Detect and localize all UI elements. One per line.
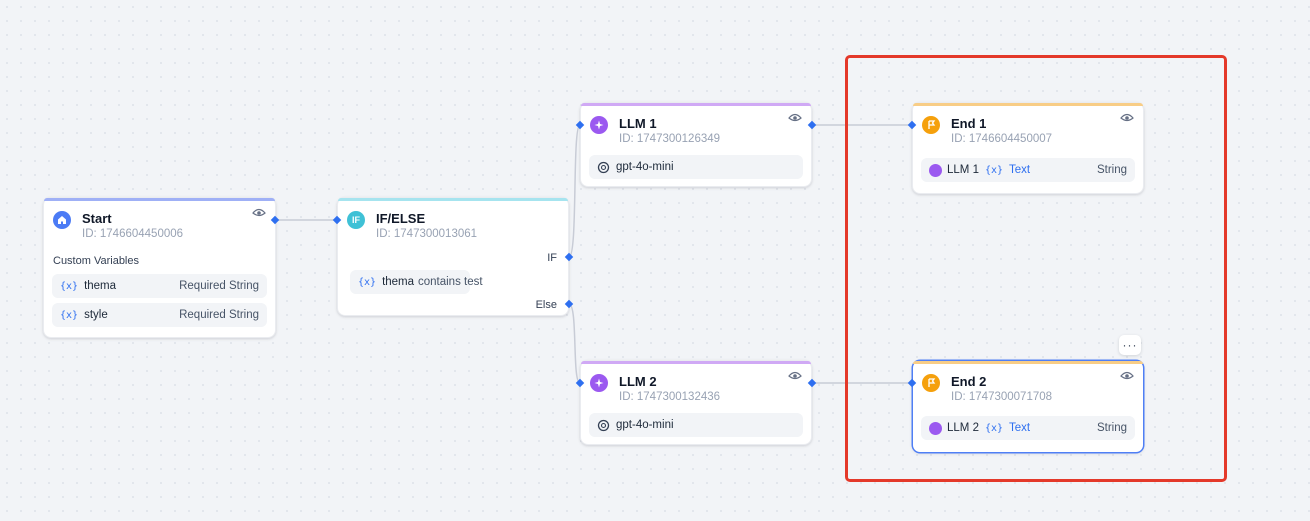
llm-icon (590, 374, 608, 392)
more-options-button[interactable]: ··· (1119, 335, 1141, 355)
node-id: ID: 1747300126349 (619, 133, 721, 145)
edge-if-llm1 (568, 124, 581, 258)
llm-icon (590, 116, 608, 134)
end-flag-icon (922, 116, 940, 134)
node-title: End 1 (951, 116, 987, 131)
ifelse-node[interactable]: IF IF/ELSE ID: 1747300013061 IF {x} them… (337, 197, 569, 316)
view-icon[interactable] (788, 369, 802, 381)
home-icon (53, 211, 71, 229)
node-title: Start (82, 211, 112, 226)
if-icon: IF (347, 211, 365, 229)
edge-else-llm2 (568, 303, 581, 384)
openai-icon (597, 161, 610, 174)
source-node-name: LLM 2 (947, 422, 979, 434)
variable-row[interactable]: {x} thema Required String (52, 274, 267, 298)
llm-icon (929, 421, 942, 435)
node-top-bar (338, 198, 568, 201)
highlight-box (845, 55, 1227, 482)
condition-variable: thema (382, 276, 415, 288)
else-branch-label: Else (535, 299, 557, 311)
end-flag-icon (922, 374, 940, 392)
node-top-bar (44, 198, 275, 201)
model-name: gpt-4o-mini (616, 419, 674, 431)
node-top-bar (581, 103, 811, 106)
end1-node[interactable]: End 1 ID: 1746604450007 LLM 1 {x} Text S… (912, 102, 1144, 194)
view-icon[interactable] (1120, 369, 1134, 381)
llm-icon (929, 163, 942, 177)
node-id: ID: 1747300132436 (619, 391, 721, 403)
node-title: LLM 2 (619, 374, 657, 389)
llm1-node[interactable]: LLM 1 ID: 1747300126349 gpt-4o-mini (580, 102, 812, 187)
node-title: IF/ELSE (376, 211, 426, 226)
node-id: ID: 1747300013061 (376, 228, 478, 240)
section-label: Custom Variables (53, 255, 139, 267)
variable-name: style (84, 309, 108, 321)
end2-node[interactable]: End 2 ID: 1747300071708 LLM 2 {x} Text S… (912, 360, 1144, 453)
start-node[interactable]: Start ID: 1746604450006 Custom Variables… (43, 197, 276, 338)
node-top-bar (913, 103, 1143, 106)
variable-name: Text (1009, 164, 1031, 176)
node-id: ID: 1746604450007 (951, 133, 1053, 145)
condition-operator: contains test (418, 276, 483, 288)
source-node-name: LLM 1 (947, 164, 979, 176)
variable-icon: {x} (60, 280, 79, 292)
variable-icon: {x} (60, 309, 79, 321)
view-icon[interactable] (252, 206, 266, 218)
node-top-bar (913, 361, 1143, 364)
variable-name: thema (84, 280, 117, 292)
view-icon[interactable] (788, 111, 802, 123)
llm2-node[interactable]: LLM 2 ID: 1747300132436 gpt-4o-mini (580, 360, 812, 445)
node-id: ID: 1747300071708 (951, 391, 1053, 403)
variable-type: Required String (179, 280, 259, 292)
if-branch-label: IF (547, 252, 557, 264)
node-id: ID: 1746604450006 (82, 228, 184, 240)
model-name: gpt-4o-mini (616, 161, 674, 173)
openai-icon (597, 419, 610, 432)
variable-name: Text (1009, 422, 1031, 434)
variable-type: String (1096, 164, 1127, 176)
model-row[interactable]: gpt-4o-mini (589, 413, 803, 437)
output-variable-row[interactable]: LLM 2 {x} Text String (921, 416, 1135, 440)
variable-icon: {x} (358, 276, 377, 288)
variable-icon: {x} (984, 422, 1004, 434)
node-title: End 2 (951, 374, 987, 389)
condition-row[interactable]: {x} thema (350, 270, 470, 294)
variable-row[interactable]: {x} style Required String (52, 303, 267, 327)
output-variable-row[interactable]: LLM 1 {x} Text String (921, 158, 1135, 182)
node-title: LLM 1 (619, 116, 657, 131)
variable-type: Required String (179, 309, 259, 321)
node-top-bar (581, 361, 811, 364)
model-row[interactable]: gpt-4o-mini (589, 155, 803, 179)
variable-type: String (1096, 422, 1127, 434)
view-icon[interactable] (1120, 111, 1134, 123)
variable-icon: {x} (984, 164, 1004, 176)
